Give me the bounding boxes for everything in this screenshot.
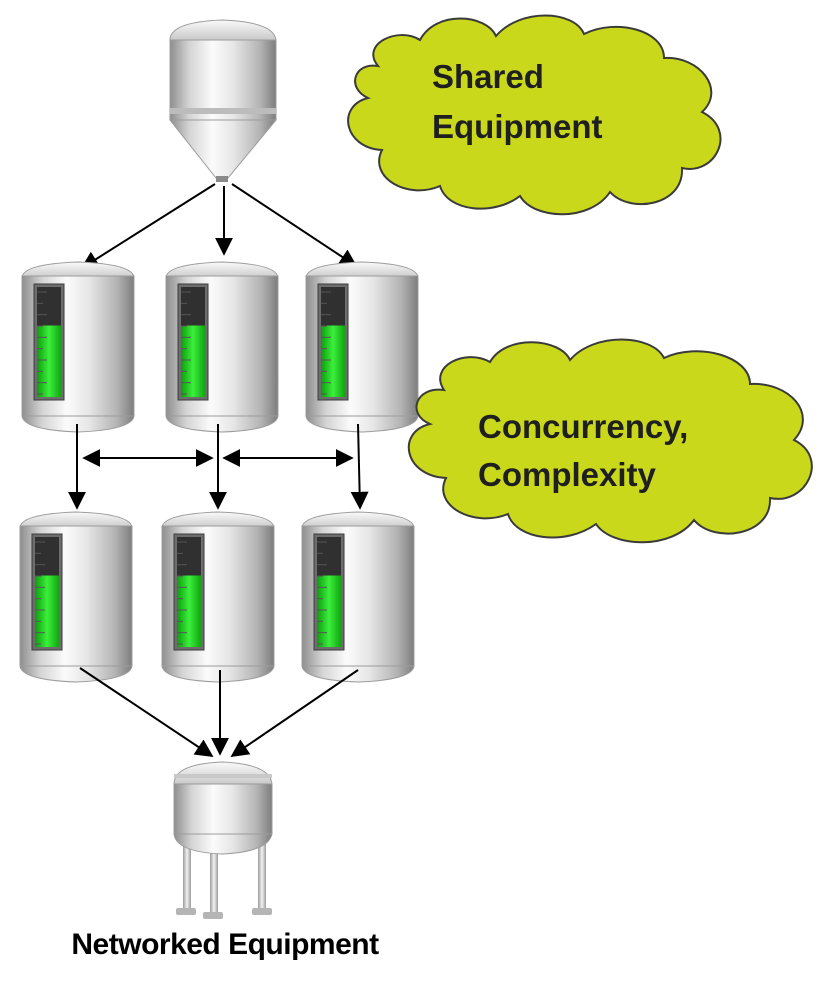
level-fill xyxy=(35,575,59,647)
hopper-silo xyxy=(168,19,278,182)
tank-low-center xyxy=(161,511,275,683)
level-gauge xyxy=(173,533,205,651)
cloud-concurrency-line1: Concurrency, xyxy=(478,408,688,445)
cloud-shape xyxy=(347,14,722,216)
cloud-shared-line2: Equipment xyxy=(432,108,603,145)
low-to-bottom-arrows xyxy=(79,667,359,758)
bottom-tank xyxy=(173,761,273,919)
hopper-to-tanks-arrows xyxy=(80,183,358,269)
cloud-shared-line1: Shared xyxy=(432,58,544,95)
level-gauge xyxy=(317,283,349,401)
level-gauge xyxy=(33,283,65,401)
cloud-concurrency-complexity: Concurrency, Complexity xyxy=(407,338,813,544)
cloud-shape xyxy=(407,338,813,544)
level-gauge xyxy=(313,533,345,651)
diagram-caption: Networked Equipment xyxy=(71,928,379,961)
level-fill xyxy=(37,325,61,397)
tank-mid-right xyxy=(305,261,419,433)
tank-mid-center xyxy=(165,261,279,433)
tank-mid-left xyxy=(21,261,135,433)
tank-low-right xyxy=(301,511,415,683)
level-fill xyxy=(321,325,345,397)
cloud-concurrency-line2: Complexity xyxy=(478,456,657,493)
level-gauge xyxy=(31,533,63,651)
level-fill xyxy=(177,575,201,647)
mid-to-low-arrows xyxy=(68,423,369,510)
cloud-shared-equipment: Shared Equipment xyxy=(347,14,722,216)
tank-low-left xyxy=(19,511,133,683)
level-gauge xyxy=(177,283,209,401)
level-fill xyxy=(181,325,205,397)
level-fill xyxy=(317,575,341,647)
